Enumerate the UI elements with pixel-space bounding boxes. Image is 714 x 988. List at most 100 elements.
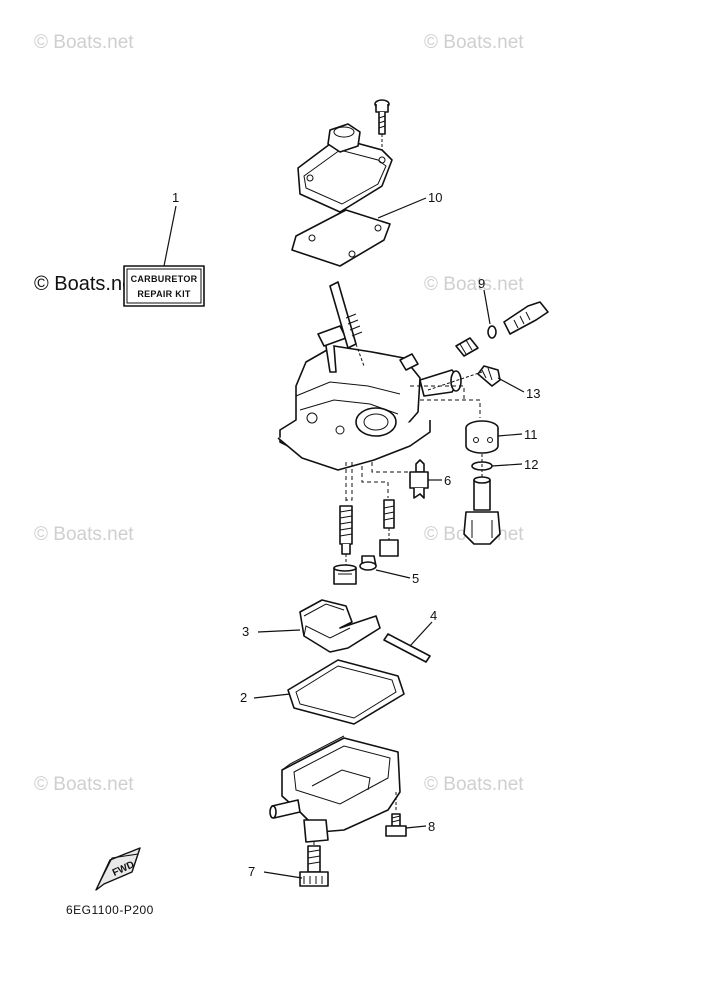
carb-base-flange [277, 420, 431, 471]
collar-hole [473, 437, 479, 443]
leader-line-12 [491, 463, 523, 467]
cover-hole [378, 156, 386, 164]
callout-10: 10 [428, 190, 442, 205]
leader-line-11 [497, 433, 523, 437]
carb-port [335, 425, 345, 435]
main-nozzle-tip [341, 544, 351, 555]
float-edge [303, 603, 345, 617]
callout-9: 9 [478, 276, 485, 291]
cover-screw-cap [375, 104, 389, 113]
part-4-float-pin: 4 [383, 608, 437, 663]
drain-screw-knurl [303, 876, 323, 884]
throttle-arm-end [450, 370, 462, 392]
pilot-jet-thread [383, 505, 395, 521]
nozzle-top [473, 476, 491, 484]
float-bowl-rim [281, 735, 345, 771]
callout-1: 1 [172, 190, 179, 205]
watermark-text: © Boats.net [34, 32, 134, 53]
drain-screw-head [299, 871, 329, 887]
part-1-repair-kit: CARBURETOR REPAIR KIT 1 [123, 190, 205, 307]
watermark-text: © Boats.net [34, 774, 134, 795]
top-cover-inner-edge [303, 149, 387, 205]
top-cover-boss-top [333, 126, 355, 138]
leader-line-8 [405, 825, 427, 829]
choke-shaft [325, 345, 337, 373]
leader-line-5 [375, 569, 411, 579]
bowl-gasket-inner [295, 665, 397, 719]
leader-line-2 [253, 693, 291, 699]
main-nozzle-thread [339, 509, 353, 537]
callout-13: 13 [526, 386, 540, 401]
pilot-screw-axis [355, 343, 365, 367]
watermark-text: © Boats.net [424, 32, 524, 53]
drain-tube-end [269, 805, 277, 819]
throttle-stop [399, 353, 419, 371]
guide-path [371, 462, 408, 473]
callout-4: 4 [430, 608, 437, 623]
plug-screw-5-head [359, 561, 377, 571]
leader-line-9 [483, 289, 491, 325]
callout-7: 7 [248, 864, 255, 879]
jet-13-head [477, 365, 501, 387]
screw-thread [378, 120, 386, 124]
cover-gasket [291, 209, 391, 267]
idle-spring [455, 337, 479, 357]
float-body [299, 599, 381, 653]
bowl-drain-boss [303, 819, 329, 843]
callout-5: 5 [412, 571, 419, 586]
guide-path [346, 462, 353, 501]
nozzle-stem [473, 479, 491, 511]
carb-casting-edge [295, 381, 401, 397]
accel-pump-nozzle [463, 454, 501, 545]
part-2-gasket: 2 [240, 659, 405, 725]
watermark-text: © Boats.net [34, 524, 134, 545]
idle-screw [503, 301, 549, 335]
fwd-arrow-body [95, 847, 141, 891]
bowl-gasket-outer [287, 659, 405, 725]
screw-thread [378, 115, 386, 119]
cover-hole [306, 174, 314, 182]
carburetor-body [277, 281, 481, 471]
carb-venturi-inner [363, 413, 389, 431]
needle-body [409, 471, 429, 489]
callout-11: 11 [524, 427, 538, 442]
needle-clip [413, 488, 425, 499]
float-bowl-inner [293, 745, 391, 805]
carb-venturi [355, 407, 397, 437]
repair-kit-box [123, 265, 205, 307]
float-bowl [269, 735, 401, 852]
screw-thread [378, 125, 386, 129]
pilot-screw-spring [345, 313, 363, 337]
part-6-needle-valve: 6 [409, 459, 451, 499]
leader-line-10 [377, 197, 427, 219]
leader-line-13 [497, 377, 525, 393]
float-bowl-well [311, 769, 371, 791]
assembly-guide [410, 385, 465, 402]
watermark-text: © Boats.net [424, 774, 524, 795]
carb-port [306, 412, 318, 424]
top-cover-boss [327, 123, 361, 153]
leader-line-7 [263, 871, 303, 879]
nozzle-base [463, 511, 501, 545]
watermark-text: © Boats.net [424, 274, 524, 295]
callout-3: 3 [242, 624, 249, 639]
nozzle-detail [471, 520, 493, 538]
oring-9 [487, 325, 497, 339]
gasket-hole [374, 224, 382, 232]
top-cover-assembly [297, 99, 393, 213]
idle-screw-thread [513, 311, 531, 329]
fwd-arrow-edge [95, 853, 139, 891]
needle-tip [415, 459, 425, 473]
main-jet-top [333, 564, 357, 572]
part-10-gasket: 10 [291, 190, 442, 267]
part-7-drain-screw: 7 [248, 845, 329, 887]
float-edge [303, 625, 351, 639]
pilot-jet-plug [379, 539, 399, 557]
diagram-code: 6EG1100-P200 [66, 903, 154, 917]
fwd-arrow: FWD [95, 847, 141, 891]
kit-label-line2: REPAIR KIT [137, 289, 191, 299]
part-11-collar: 11 [465, 420, 538, 454]
assembly-guide [420, 399, 481, 418]
drain-screw-thread [307, 849, 321, 865]
